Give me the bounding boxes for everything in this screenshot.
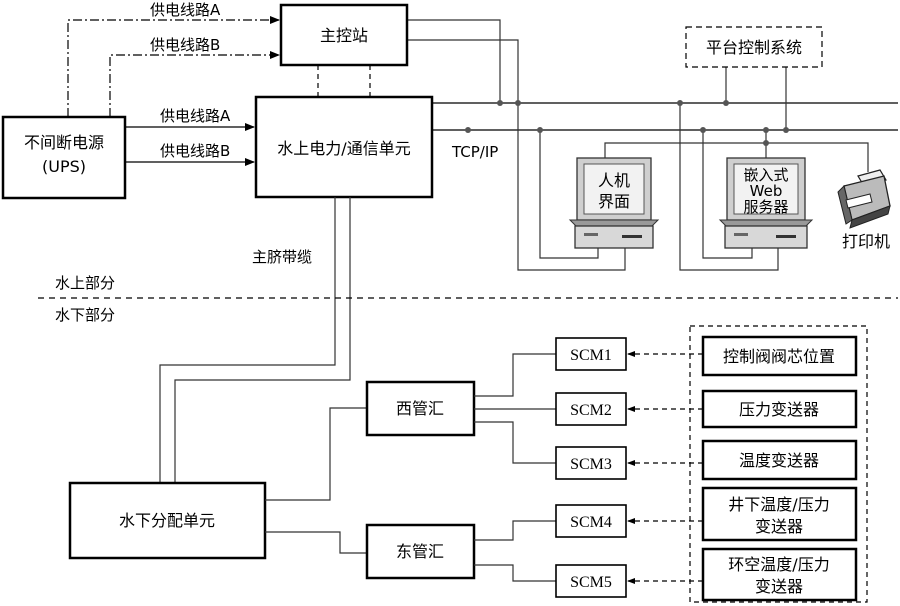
web-link-1 [679, 103, 779, 271]
master-to-bus-1 [407, 19, 501, 103]
master-station-box [279, 3, 409, 67]
distribution-to-east-link [265, 531, 367, 554]
ups-box [1, 115, 127, 200]
web-link-2 [702, 130, 753, 259]
hmi-label-line1: 人机 [598, 171, 630, 190]
downhole-pt-transmitter-box [701, 486, 858, 542]
west-to-scm1-link [474, 353, 556, 397]
hmi-link-2 [539, 130, 599, 259]
printer-icon [837, 169, 891, 229]
sensors-group-box [689, 325, 868, 603]
hmi-computer-icon [568, 157, 660, 249]
distribution-to-west-link [265, 407, 367, 501]
junction-dot [723, 100, 729, 106]
junction-dot [677, 100, 683, 106]
web-server-label-line3: 服务器 [743, 198, 788, 216]
junction-dot [515, 100, 521, 106]
junction-dot [783, 127, 789, 133]
junction-dot [497, 100, 503, 106]
east-manifold-box [365, 523, 476, 580]
hmi-link-1 [517, 103, 626, 271]
west-manifold-label: 西管汇 [396, 399, 444, 418]
scm2-box [555, 392, 627, 426]
platform-control-box [685, 26, 823, 68]
junction-dot [465, 127, 471, 133]
pressure-transmitter-label: 压力变送器 [739, 400, 819, 419]
scm1-box [555, 337, 627, 371]
ups-abbr-label: (UPS) [42, 157, 86, 176]
surface-unit-box [254, 95, 434, 199]
ups-label: 不间断电源 [24, 133, 104, 152]
scm4-box [555, 504, 627, 538]
scm1-label: SCM1 [570, 347, 612, 364]
annulus-pt-transmitter-box [701, 547, 858, 602]
junction-dot [763, 140, 769, 146]
umbilical-line-2 [174, 197, 351, 483]
scm5-box [555, 564, 627, 598]
web-server-label-line1: 嵌入式 [743, 166, 788, 184]
hmi-label-line2: 界面 [598, 192, 630, 211]
downhole-pt-transmitter-label-line2: 变送器 [755, 517, 803, 536]
tcp-ip-label: TCP/IP [451, 143, 498, 161]
supply-line-a-label-top: 供电线路A [150, 1, 221, 19]
junction-dot [763, 127, 769, 133]
subsea-distribution-label: 水下分配单元 [119, 511, 215, 530]
scm3-box [555, 446, 627, 480]
annulus-pt-transmitter-label-line1: 环空温度/压力 [728, 555, 829, 574]
scm3-label: SCM3 [570, 456, 612, 473]
master-station-label: 主控站 [320, 26, 368, 45]
downhole-pt-transmitter-label-line1: 井下温度/压力 [728, 495, 829, 514]
subsea-distribution-box [68, 481, 267, 560]
temperature-transmitter-box [701, 439, 858, 481]
platform-control-label: 平台控制系统 [706, 38, 802, 57]
surface-unit-label: 水上电力/通信单元 [277, 139, 410, 158]
annulus-pt-transmitter-label-line2: 变送器 [755, 577, 803, 596]
temperature-transmitter-label: 温度变送器 [739, 451, 819, 470]
web-server-label-line2: Web [750, 182, 783, 200]
web-server-computer-icon [718, 157, 814, 249]
scm4-label: SCM4 [570, 514, 612, 531]
subsea-label: 水下部分 [55, 306, 115, 324]
junction-dot [537, 127, 543, 133]
valve-position-sensor-box [701, 335, 858, 377]
west-manifold-box [365, 380, 476, 437]
east-manifold-label: 东管汇 [396, 542, 444, 561]
scm2-label: SCM2 [570, 402, 612, 419]
junction-dot [700, 127, 706, 133]
west-to-scm3-link [474, 421, 556, 464]
supply-line-b-label-top: 供电线路B [150, 36, 220, 54]
umbilical-line-1 [159, 197, 336, 483]
topside-label: 水上部分 [55, 274, 115, 292]
printer-label: 打印机 [842, 232, 890, 251]
supply-line-a-label: 供电线路A [160, 107, 231, 125]
supply-line-a-to-master [67, 16, 280, 117]
scm5-label: SCM5 [570, 574, 612, 591]
supply-line-b-to-master [109, 51, 280, 117]
supply-line-b-label: 供电线路B [160, 142, 230, 160]
master-to-bus-2 [407, 39, 519, 103]
east-to-scm4-link [474, 520, 556, 541]
pressure-transmitter-box [701, 389, 858, 429]
printer-link [604, 142, 869, 172]
umbilical-label: 主脐带缆 [252, 248, 312, 266]
valve-position-sensor-label: 控制阀阀芯位置 [723, 347, 835, 366]
east-to-scm5-link [474, 564, 556, 582]
